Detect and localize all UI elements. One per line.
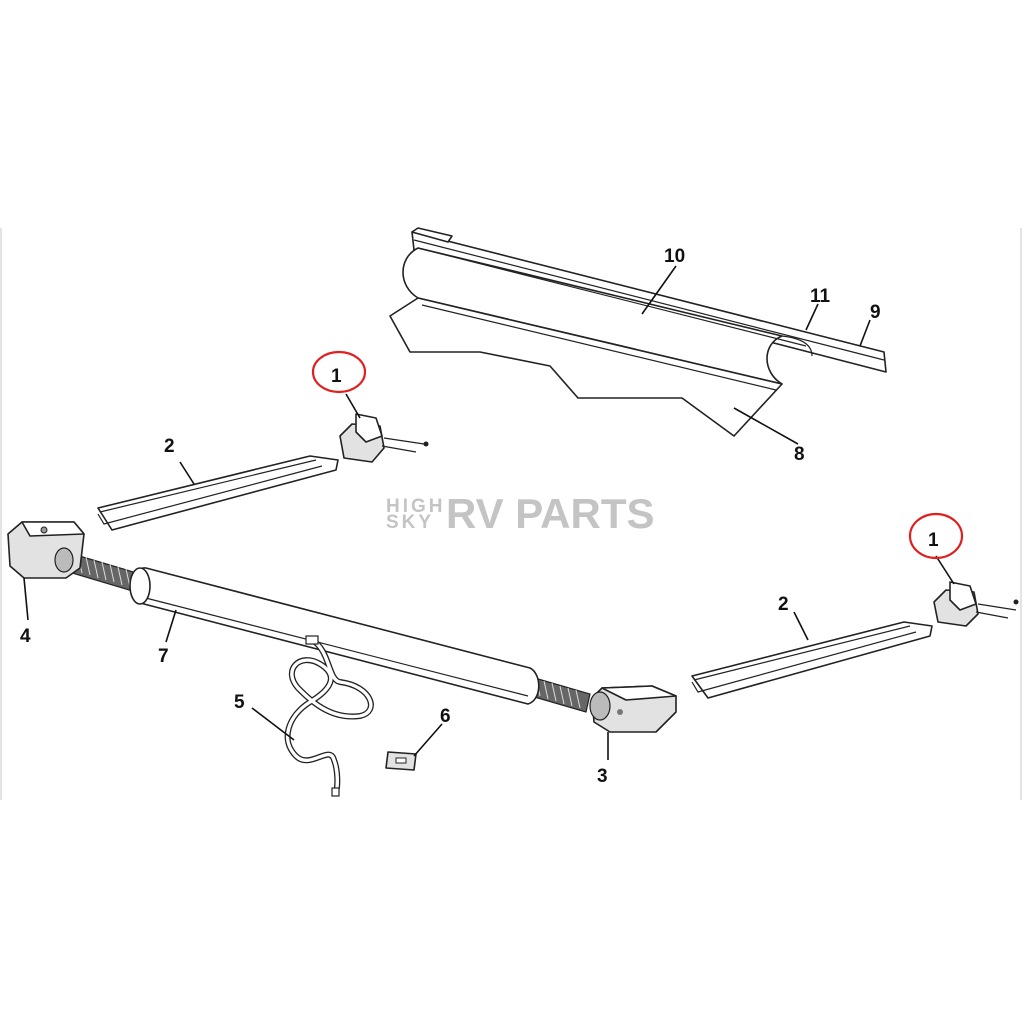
end-cap-right-part-3 <box>589 685 677 733</box>
callout-5: 5 <box>234 692 245 713</box>
channel-right-part-2 <box>691 621 933 699</box>
end-cap-bracket-right-part-1 <box>933 581 1019 627</box>
callout-6: 6 <box>440 706 451 727</box>
callout-11: 11 <box>810 286 831 307</box>
callout-7: 7 <box>158 646 169 667</box>
end-cap-bracket-left-part-1 <box>339 413 429 463</box>
watermark-small-top: HIGH <box>386 496 446 517</box>
callout-left-2: 2 <box>164 436 175 457</box>
plate-part-6 <box>385 751 417 771</box>
fabric-and-rail-assembly <box>389 227 887 437</box>
end-cap-left-part-4 <box>7 521 85 579</box>
fabric-sheet-part-8 <box>389 297 783 437</box>
callout-9: 9 <box>870 302 881 323</box>
watermark-large: RV PARTS <box>446 490 654 537</box>
callout-left-1: 1 <box>331 366 342 387</box>
callout-right-1: 1 <box>928 530 939 551</box>
highlight-circle-left-1 <box>311 350 367 394</box>
callout-8: 8 <box>794 444 805 465</box>
highlight-circle-right-1 <box>908 512 964 560</box>
cable-part-5 <box>284 635 374 797</box>
callout-4: 4 <box>20 626 31 647</box>
callout-3: 3 <box>597 766 608 787</box>
watermark-logo: HIGH SKY RV PARTS <box>386 490 654 537</box>
callout-10: 10 <box>664 246 685 267</box>
channel-left-part-2 <box>97 455 339 531</box>
callout-right-2: 2 <box>778 594 789 615</box>
watermark-small-bottom: SKY <box>386 512 434 533</box>
leader-lines <box>23 265 955 760</box>
